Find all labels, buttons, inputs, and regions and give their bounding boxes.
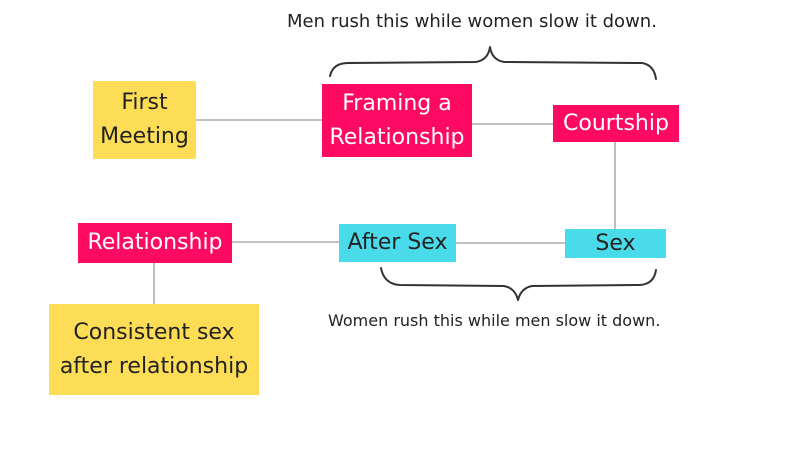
top-annotation: Men rush this while women slow it down. (287, 11, 657, 32)
node-framing-a-relationship: Framing a Relationship (322, 84, 472, 157)
node-label-line: Relationship (87, 230, 223, 255)
node-label-line: Relationship (329, 124, 465, 150)
node-label-line: Framing a (342, 90, 452, 116)
node-first-meeting: First Meeting (93, 81, 196, 159)
node-consistent-sex: Consistent sex after relationship (49, 304, 259, 395)
node-label-line: First (121, 90, 168, 115)
node-label-line: after relationship (59, 353, 249, 379)
node-label-line: Sex (595, 230, 636, 256)
bottom-annotation: Women rush this while men slow it down. (328, 311, 661, 330)
node-label-line: After Sex (347, 230, 448, 255)
node-sex: Sex (565, 229, 666, 258)
node-label-line: Courtship (563, 110, 669, 136)
node-label-line: Consistent sex (73, 319, 235, 345)
node-label-line: Meeting (100, 124, 189, 149)
node-courtship: Courtship (553, 105, 679, 142)
node-relationship: Relationship (78, 223, 232, 263)
bottom-brace (380, 267, 657, 301)
top-brace (329, 46, 657, 80)
node-after-sex: After Sex (339, 224, 456, 262)
